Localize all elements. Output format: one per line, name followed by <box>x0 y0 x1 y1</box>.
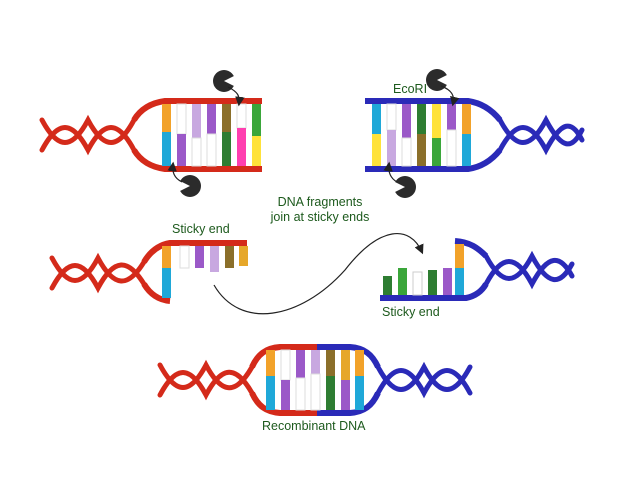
enzyme-icon <box>213 70 245 107</box>
base-pairs <box>266 349 364 411</box>
bottom-strand <box>141 282 171 304</box>
dna-fragment-right <box>380 238 575 301</box>
bottom-strand-red <box>249 391 317 416</box>
ecori-label: EcoRI <box>393 82 428 96</box>
top-strand <box>141 240 247 264</box>
recombinant-dna-label: Recombinant DNA <box>262 419 366 433</box>
base-pairs <box>372 103 471 167</box>
top-strand <box>454 238 489 259</box>
helix-twist <box>483 250 575 290</box>
enzyme-icon <box>383 161 416 198</box>
fragments-label-line1: DNA fragments <box>277 195 363 209</box>
dna-fragment-left <box>49 240 248 304</box>
base-pairs <box>162 103 261 167</box>
base-pairs <box>162 245 248 298</box>
helix-twist <box>157 359 255 401</box>
join-arrow <box>213 233 424 315</box>
top-strand <box>365 98 503 122</box>
enzyme-icon <box>426 69 460 107</box>
helix-twist <box>49 252 147 294</box>
base-pairs <box>383 244 464 296</box>
dna-top-right <box>365 98 585 172</box>
sticky-end-left-label: Sticky end <box>172 222 230 236</box>
helix-twist <box>39 114 137 156</box>
enzyme-icon <box>167 161 201 197</box>
helix-twist <box>375 361 473 399</box>
top-strand <box>131 98 262 122</box>
fragments-label-line2: join at sticky ends <box>270 210 370 224</box>
top-strand-blue <box>317 344 381 369</box>
top-strand-red <box>249 344 317 369</box>
recombinant-dna <box>157 344 473 416</box>
bottom-strand-blue <box>317 391 381 416</box>
bottom-strand <box>131 148 262 172</box>
dna-top-left <box>39 98 262 172</box>
helix-twist <box>497 114 585 156</box>
bottom-strand <box>365 148 503 172</box>
sticky-end-right-label: Sticky end <box>382 305 440 319</box>
